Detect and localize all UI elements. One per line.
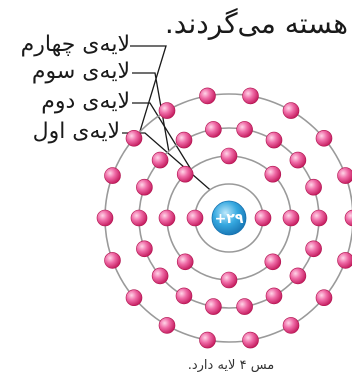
electron-shell-4 <box>200 88 216 104</box>
electron-shell-4 <box>159 103 175 119</box>
electron-shell-3 <box>266 288 282 304</box>
electron-shell-3 <box>290 152 306 168</box>
electron-shell-4 <box>105 252 121 268</box>
electron-shell-2 <box>159 210 175 226</box>
electron-shell-3 <box>311 210 327 226</box>
electron-shell-4 <box>200 332 216 348</box>
electron-shell-4 <box>105 168 121 184</box>
electron-shell-3 <box>237 299 253 315</box>
electron-shell-4 <box>338 168 352 184</box>
electron-shell-3 <box>237 121 253 137</box>
figure-caption: مس ۴ لایه دارد. <box>176 358 286 373</box>
electron-shell-2 <box>221 272 237 288</box>
electron-shell-3 <box>306 241 322 257</box>
electron-shell-4 <box>126 290 142 306</box>
electron-shell-3 <box>136 179 152 195</box>
nucleus: +۲۹ <box>212 201 246 235</box>
electron-shell-3 <box>152 152 168 168</box>
electron-shell-2 <box>177 254 193 270</box>
electron-shell-3 <box>131 210 147 226</box>
electron-shell-2 <box>265 254 281 270</box>
electron-shell-1 <box>187 210 203 226</box>
electron-shell-4 <box>316 290 332 306</box>
electron-shell-1 <box>255 210 271 226</box>
electron-shell-4 <box>243 88 259 104</box>
electron-shell-3 <box>205 121 221 137</box>
electron-shell-4 <box>243 332 259 348</box>
electron-shell-3 <box>176 288 192 304</box>
electron-shell-3 <box>205 299 221 315</box>
electron-shell-4 <box>283 317 299 333</box>
electron-shell-2 <box>283 210 299 226</box>
electron-shell-4 <box>338 252 352 268</box>
electron-shell-2 <box>221 148 237 164</box>
electron-shell-2 <box>265 166 281 182</box>
electron-shell-3 <box>306 179 322 195</box>
electron-shell-4 <box>159 317 175 333</box>
electron-shell-3 <box>266 132 282 148</box>
electron-shell-2 <box>177 166 193 182</box>
nucleus-charge-label: +۲۹ <box>215 211 244 227</box>
electron-shell-3 <box>176 132 192 148</box>
electron-shell-4 <box>97 210 113 226</box>
electron-shell-4 <box>345 210 352 226</box>
electron-shell-3 <box>152 268 168 284</box>
electron-shell-4 <box>126 130 142 146</box>
electron-shell-4 <box>283 103 299 119</box>
electron-shell-3 <box>136 241 152 257</box>
electron-shell-3 <box>290 268 306 284</box>
electron-shell-4 <box>316 130 332 146</box>
